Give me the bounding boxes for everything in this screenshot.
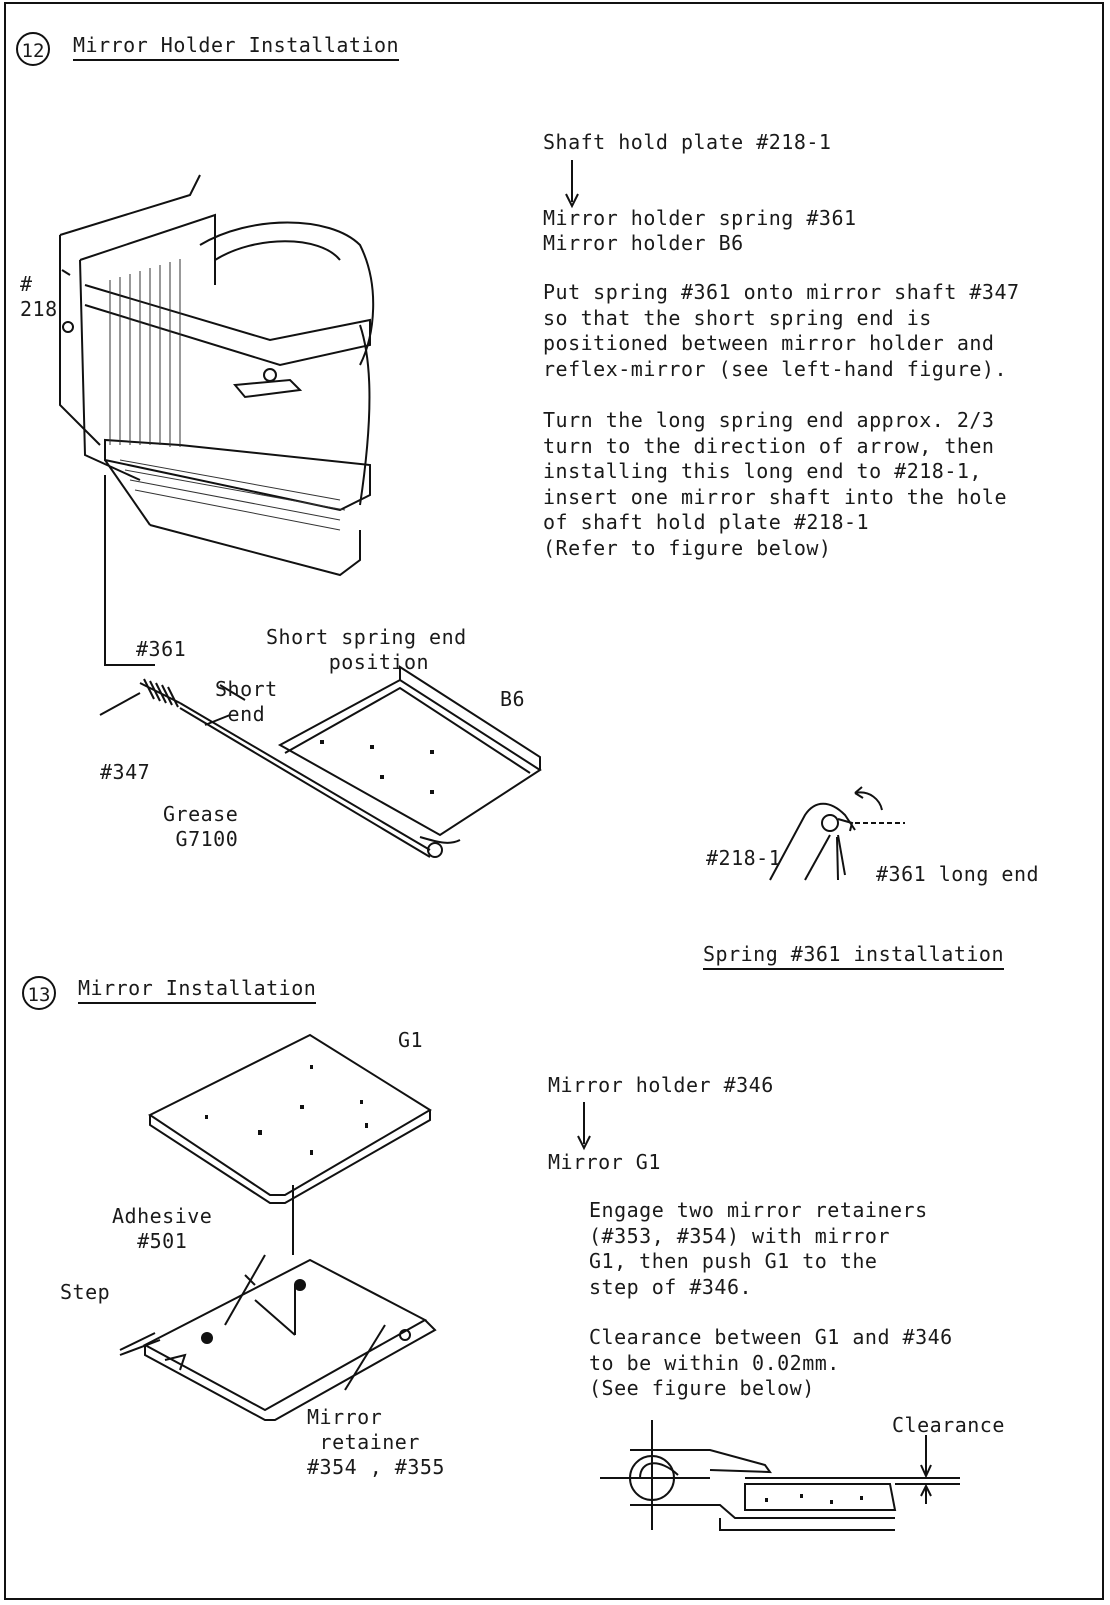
flow-arrow-down-icon-2	[574, 1100, 594, 1150]
label-grease: Grease G7100	[163, 802, 239, 851]
label-short-spring-end: Short spring end position	[266, 625, 467, 674]
label-short-end: Short end	[215, 677, 278, 726]
flow-shaft-hold-plate: Shaft hold plate #218-1	[543, 130, 832, 154]
label-218-1: #218-1	[706, 846, 782, 870]
label-step: Step	[60, 1280, 111, 1304]
mirror-holder-drawing	[115, 1185, 445, 1425]
spring-holder-drawing	[100, 575, 560, 865]
label-clearance: Clearance	[892, 1413, 1005, 1437]
label-b6: B6	[500, 687, 526, 711]
label-adhesive: Adhesive #501	[112, 1204, 213, 1253]
section-13-number: 13	[22, 976, 56, 1010]
flow-mirror-g1: Mirror G1	[548, 1150, 661, 1174]
instruction-put-spring: Put spring #361 onto mirror shaft #347 s…	[543, 280, 1020, 381]
mirror-box-drawing	[40, 175, 400, 575]
flow-mirror-holder-346: Mirror holder #346	[548, 1073, 774, 1097]
label-218: 218	[20, 297, 58, 321]
instruction-clearance: Clearance between G1 and #346 to be with…	[589, 1325, 953, 1400]
flow-mirror-holder-spring: Mirror holder spring #361	[543, 206, 857, 230]
label-347: #347	[100, 760, 151, 784]
section-12-title: Mirror Holder Installation	[73, 32, 400, 61]
spring-installation-figure	[770, 775, 910, 885]
mirror-plate-drawing	[150, 1035, 440, 1205]
label-hash-218: #	[20, 272, 33, 296]
label-g1: G1	[398, 1028, 424, 1052]
flow-mirror-holder-b6: Mirror holder B6	[543, 231, 744, 255]
section-13-title: Mirror Installation	[78, 975, 317, 1004]
page-frame	[4, 2, 1104, 1600]
spring-installation-caption: Spring #361 installation	[703, 941, 1004, 970]
instruction-engage-retainers: Engage two mirror retainers (#353, #354)…	[589, 1198, 928, 1299]
flow-arrow-down-icon	[562, 158, 582, 208]
label-361-long-end: #361 long end	[876, 862, 1040, 886]
label-361: #361	[136, 637, 187, 661]
instruction-turn-spring: Turn the long spring end approx. 2/3 tur…	[543, 408, 1008, 560]
section-12-number: 12	[16, 32, 50, 66]
label-mirror-retainer: Mirror retainer #354 , #355	[307, 1405, 445, 1479]
clearance-figure	[600, 1420, 970, 1560]
